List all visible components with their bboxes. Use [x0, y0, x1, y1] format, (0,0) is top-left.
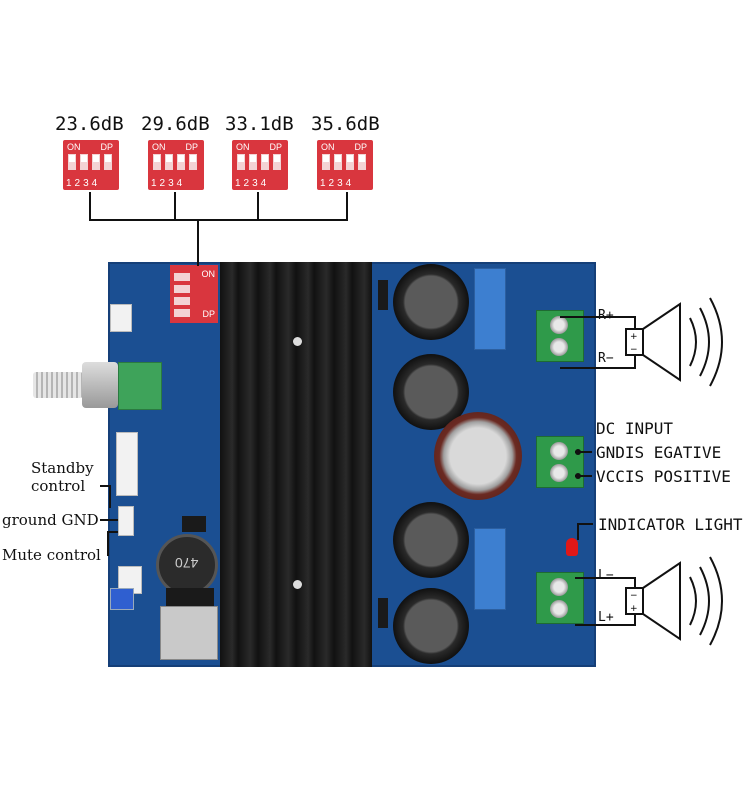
right-minus-line — [560, 355, 636, 369]
standby-label-line2: control — [31, 477, 86, 495]
svg-text:−: − — [630, 345, 638, 355]
board-dip-dp: DP — [202, 309, 215, 319]
left-minus-line — [575, 577, 636, 588]
board-dip-on: ON — [201, 269, 216, 279]
indicator-led — [566, 538, 578, 556]
right-minus-label: R− — [598, 351, 614, 366]
trimmer — [110, 588, 134, 610]
dip-switch-3: ON DP 1234 — [232, 140, 288, 190]
chip — [182, 516, 206, 532]
dip-dp-label: DP — [354, 142, 367, 152]
dc-input-title: DC INPUT — [596, 419, 674, 438]
dip-on-label: ON — [67, 142, 81, 152]
potentiometer-knob — [33, 372, 83, 398]
dip-dp-label: DP — [100, 142, 113, 152]
mute-label: Mute control — [2, 546, 101, 564]
heatsink — [220, 262, 372, 667]
regulator-tab — [160, 606, 218, 660]
dip-on-label: ON — [321, 142, 335, 152]
board-dip-switch: ON DP — [170, 265, 218, 323]
right-speaker-icon: + − — [625, 297, 723, 387]
left-speaker-icon: − + — [625, 556, 723, 646]
left-minus-label: L− — [598, 568, 614, 583]
vcc-dot — [575, 473, 581, 479]
svg-text:+: + — [630, 604, 638, 614]
dc-input-terminal — [536, 436, 584, 488]
mute-line — [107, 531, 118, 556]
dip-on-label: ON — [152, 142, 166, 152]
standby-label-line1: Standby — [31, 459, 94, 477]
svg-text:−: − — [630, 591, 638, 601]
standby-header — [118, 506, 134, 536]
dip-numbers: 1234 — [151, 178, 186, 189]
control-connector — [116, 432, 138, 496]
gnd-dot — [575, 449, 581, 455]
potentiometer-nut — [82, 362, 118, 408]
input-connector — [110, 304, 132, 332]
right-plus-line — [560, 316, 636, 330]
gain-label-1: 23.6dB — [55, 113, 124, 135]
dip-numbers: 1234 — [320, 178, 355, 189]
dip-dp-label: DP — [269, 142, 282, 152]
left-speaker-terminal — [536, 572, 584, 624]
chip — [378, 280, 388, 310]
screw — [293, 337, 302, 346]
left-plus-label: L+ — [598, 610, 614, 625]
standby-line — [100, 485, 111, 508]
inductor: 470 — [156, 534, 218, 596]
right-speaker-terminal — [536, 310, 584, 362]
regulator-chip — [166, 588, 214, 606]
indicator-line — [577, 523, 593, 540]
gain-bus-line — [89, 192, 348, 221]
capacitor — [393, 588, 469, 664]
ground-label: ground GND — [2, 511, 99, 529]
dip-switch-2: ON DP 1234 — [148, 140, 204, 190]
gain-label-2: 29.6dB — [141, 113, 210, 135]
right-plus-label: R+ — [598, 308, 614, 323]
output-inductor — [474, 268, 506, 350]
capacitor — [393, 264, 469, 340]
dip-on-label: ON — [236, 142, 250, 152]
dip-numbers: 1234 — [235, 178, 270, 189]
dip-dp-label: DP — [185, 142, 198, 152]
gnd-label: GNDIS EGATIVE — [596, 443, 722, 462]
dip-numbers: 1234 — [66, 178, 101, 189]
volume-potentiometer — [118, 362, 162, 410]
dip-switch-1: ON DP 1234 — [63, 140, 119, 190]
amplifier-board: ON DP 470 — [108, 262, 596, 667]
left-plus-line — [575, 612, 636, 626]
output-inductor — [474, 528, 506, 610]
dip-switch-4: ON DP 1234 — [317, 140, 373, 190]
main-capacitor — [434, 412, 522, 500]
vcc-label: VCCIS POSITIVE — [596, 467, 731, 486]
gain-label-3: 33.1dB — [225, 113, 294, 135]
gain-label-4: 35.6dB — [311, 113, 380, 135]
chip — [378, 598, 388, 628]
indicator-label: INDICATOR LIGHT — [598, 515, 743, 534]
screw — [293, 580, 302, 589]
svg-text:+: + — [630, 332, 638, 342]
capacitor — [393, 502, 469, 578]
